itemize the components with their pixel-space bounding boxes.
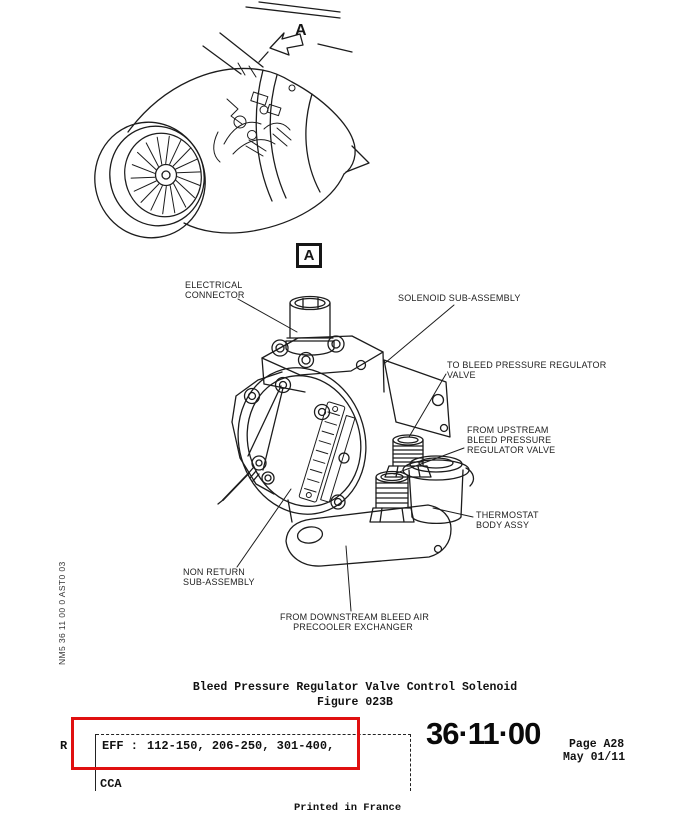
callout-line: TO BLEED PRESSURE REGULATOR — [447, 360, 607, 370]
revision-date: May 01/11 — [563, 751, 626, 764]
page-number: Page A28 — [569, 738, 625, 751]
outlet-port-shape — [384, 434, 432, 478]
inlet-and-fan — [94, 121, 206, 239]
callout-line: FROM DOWNSTREAM BLEED AIR — [280, 612, 430, 622]
callout-electrical-connector: ELECTRICAL CONNECTOR — [185, 280, 245, 300]
highlight-annotation-box — [71, 717, 360, 770]
callout-line: REGULATOR VALVE — [467, 445, 556, 455]
callout-line: VALVE — [447, 370, 476, 380]
callout-line: PRECOOLER EXCHANGER — [293, 622, 413, 632]
non-return-probe-shape — [217, 455, 267, 505]
callout-line: BLEED PRESSURE — [467, 435, 552, 445]
revision-flag: R — [60, 739, 68, 753]
bleed-plumbing-cluster — [213, 62, 296, 163]
data-plate-shape — [298, 401, 356, 503]
airline-code: CCA — [100, 777, 122, 791]
figure-number: Figure 023B — [317, 696, 393, 709]
callout-from-upstream-bleed-pressure-regulator-valve: FROM UPSTREAM BLEED PRESSURE REGULATOR V… — [467, 425, 555, 455]
effectivity-box-right-border — [410, 734, 411, 791]
callout-solenoid-sub-assembly: SOLENOID SUB-ASSEMBLY — [398, 293, 521, 303]
printed-in-france-note: Printed in France — [294, 802, 402, 814]
electrical-connector-shape — [285, 295, 335, 356]
callout-line: NON RETURN — [183, 567, 245, 577]
callout-line: ELECTRICAL — [185, 280, 243, 290]
flange-disc-shape — [231, 367, 367, 523]
callout-line: BODY ASSY — [476, 520, 530, 530]
inlet-port-shape — [369, 470, 415, 523]
callout-line: THERMOSTAT — [476, 510, 539, 520]
callout-to-bleed-pressure-regulator-valve: TO BLEED PRESSURE REGULATOR VALVE — [447, 360, 606, 380]
chapter-section-subject: 36·11·00 — [426, 716, 541, 751]
solenoid-valve-drawing — [217, 295, 475, 612]
effectivity-label: EFF : — [102, 739, 139, 753]
print-code-vertical: NM5 36 11 00 0 AST0 03 — [57, 561, 67, 665]
effectivity-box-left-border — [95, 734, 96, 791]
detail-view-marker: A — [296, 243, 322, 268]
thermostat-body-shape — [402, 455, 475, 525]
callout-from-downstream-bleed-air: FROM DOWNSTREAM BLEED AIR PRECOOLER EXCH… — [280, 612, 430, 632]
effectivity-line: EFF : 112-150, 206-250, 301-400, — [102, 739, 334, 753]
nacelle-outline — [127, 67, 370, 234]
callout-thermostat-body-assy: THERMOSTAT BODY ASSY — [476, 510, 539, 530]
detail-view-letter: A — [303, 247, 315, 264]
callout-line: FROM UPSTREAM — [467, 425, 549, 435]
engine-overview-drawing — [94, 1, 370, 239]
callout-non-return-sub-assembly: NON RETURN SUB-ASSEMBLY — [183, 567, 255, 587]
figure-title: Bleed Pressure Regulator Valve Control S… — [192, 681, 518, 694]
callout-line: SOLENOID SUB-ASSEMBLY — [398, 293, 521, 303]
effectivity-box-top-border — [96, 734, 411, 735]
engine-detail-arrow-label: A — [295, 22, 307, 39]
base-flange-shape — [285, 504, 452, 567]
callout-line: CONNECTOR — [185, 290, 245, 300]
detail-arrow-outline — [269, 32, 304, 56]
effectivity-value: 112-150, 206-250, 301-400, — [147, 739, 335, 753]
callout-line: SUB-ASSEMBLY — [183, 577, 255, 587]
pylon-lines — [202, 1, 353, 75]
